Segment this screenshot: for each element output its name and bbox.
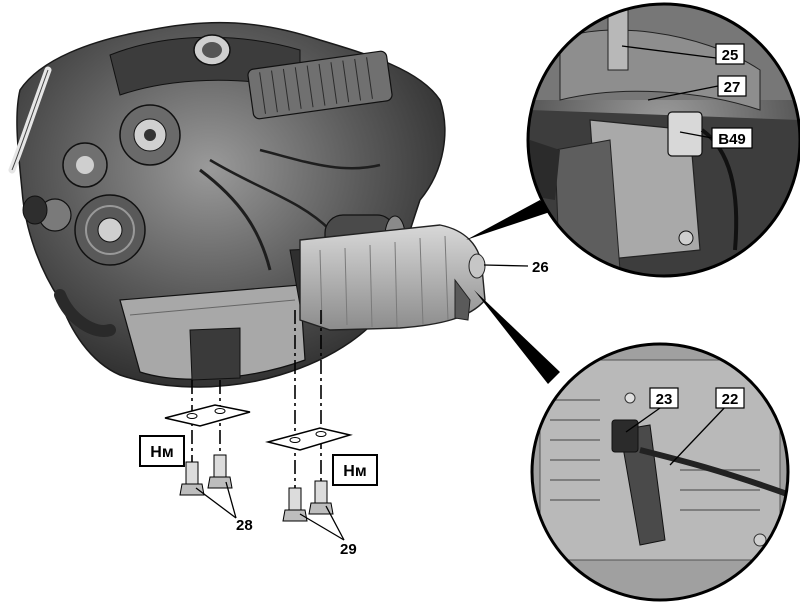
zoom-leaders bbox=[466, 200, 560, 384]
callout-25: 25 bbox=[715, 43, 745, 65]
bolt-29-b bbox=[308, 480, 334, 515]
svg-text:26: 26 bbox=[532, 259, 549, 276]
torque-symbol-right: Нм bbox=[332, 454, 378, 486]
callout-22: 22 bbox=[715, 387, 745, 409]
svg-text:22: 22 bbox=[722, 391, 739, 408]
svg-text:29: 29 bbox=[340, 541, 357, 558]
svg-text:25: 25 bbox=[722, 47, 739, 64]
callout-labels: 25 27 B49 26 23 22 28 29 bbox=[236, 43, 753, 558]
callout-B49: B49 bbox=[711, 127, 753, 149]
callout-29: 29 bbox=[340, 541, 357, 558]
detail-view-top bbox=[526, 2, 800, 278]
svg-text:28: 28 bbox=[236, 517, 253, 534]
svg-text:Нм: Нм bbox=[343, 463, 366, 480]
engine-assembly bbox=[8, 21, 446, 388]
callout-lines bbox=[195, 45, 729, 541]
svg-text:Нм: Нм bbox=[150, 444, 173, 461]
svg-text:23: 23 bbox=[656, 391, 673, 408]
svg-text:B49: B49 bbox=[718, 131, 746, 148]
callout-27: 27 bbox=[717, 75, 747, 97]
bolt-29-a bbox=[282, 487, 308, 522]
callout-23: 23 bbox=[649, 387, 679, 409]
callout-26: 26 bbox=[532, 259, 549, 276]
callout-28: 28 bbox=[236, 517, 253, 534]
bolt-28-a bbox=[179, 461, 205, 496]
detail-view-bottom bbox=[530, 342, 790, 602]
transmission-housing bbox=[299, 224, 486, 331]
mount-hardware-right bbox=[265, 310, 353, 522]
mount-hardware-left bbox=[164, 380, 251, 496]
torque-symbol-left: Нм bbox=[139, 435, 185, 467]
svg-text:27: 27 bbox=[724, 79, 741, 96]
bolt-28-b bbox=[207, 454, 233, 489]
